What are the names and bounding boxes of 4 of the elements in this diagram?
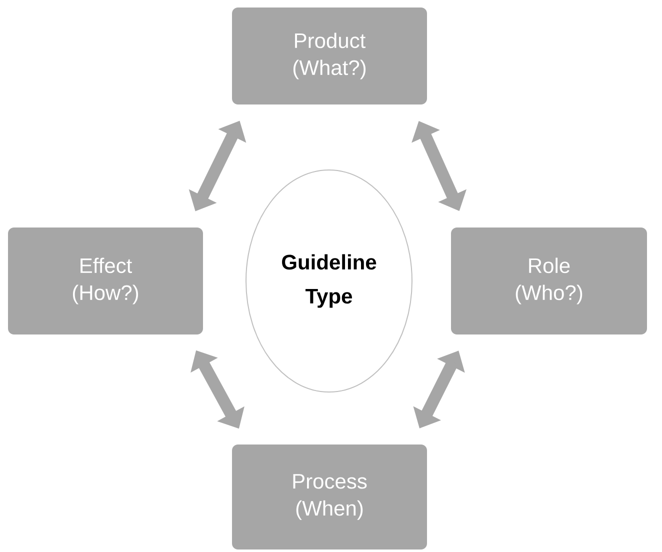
rounded-box: Product (What?) bbox=[232, 8, 427, 104]
rounded-box: Effect (How?) bbox=[8, 228, 203, 334]
rounded-box: Role (Who?) bbox=[451, 228, 647, 334]
rounded-box: Process (When) bbox=[232, 444, 427, 550]
